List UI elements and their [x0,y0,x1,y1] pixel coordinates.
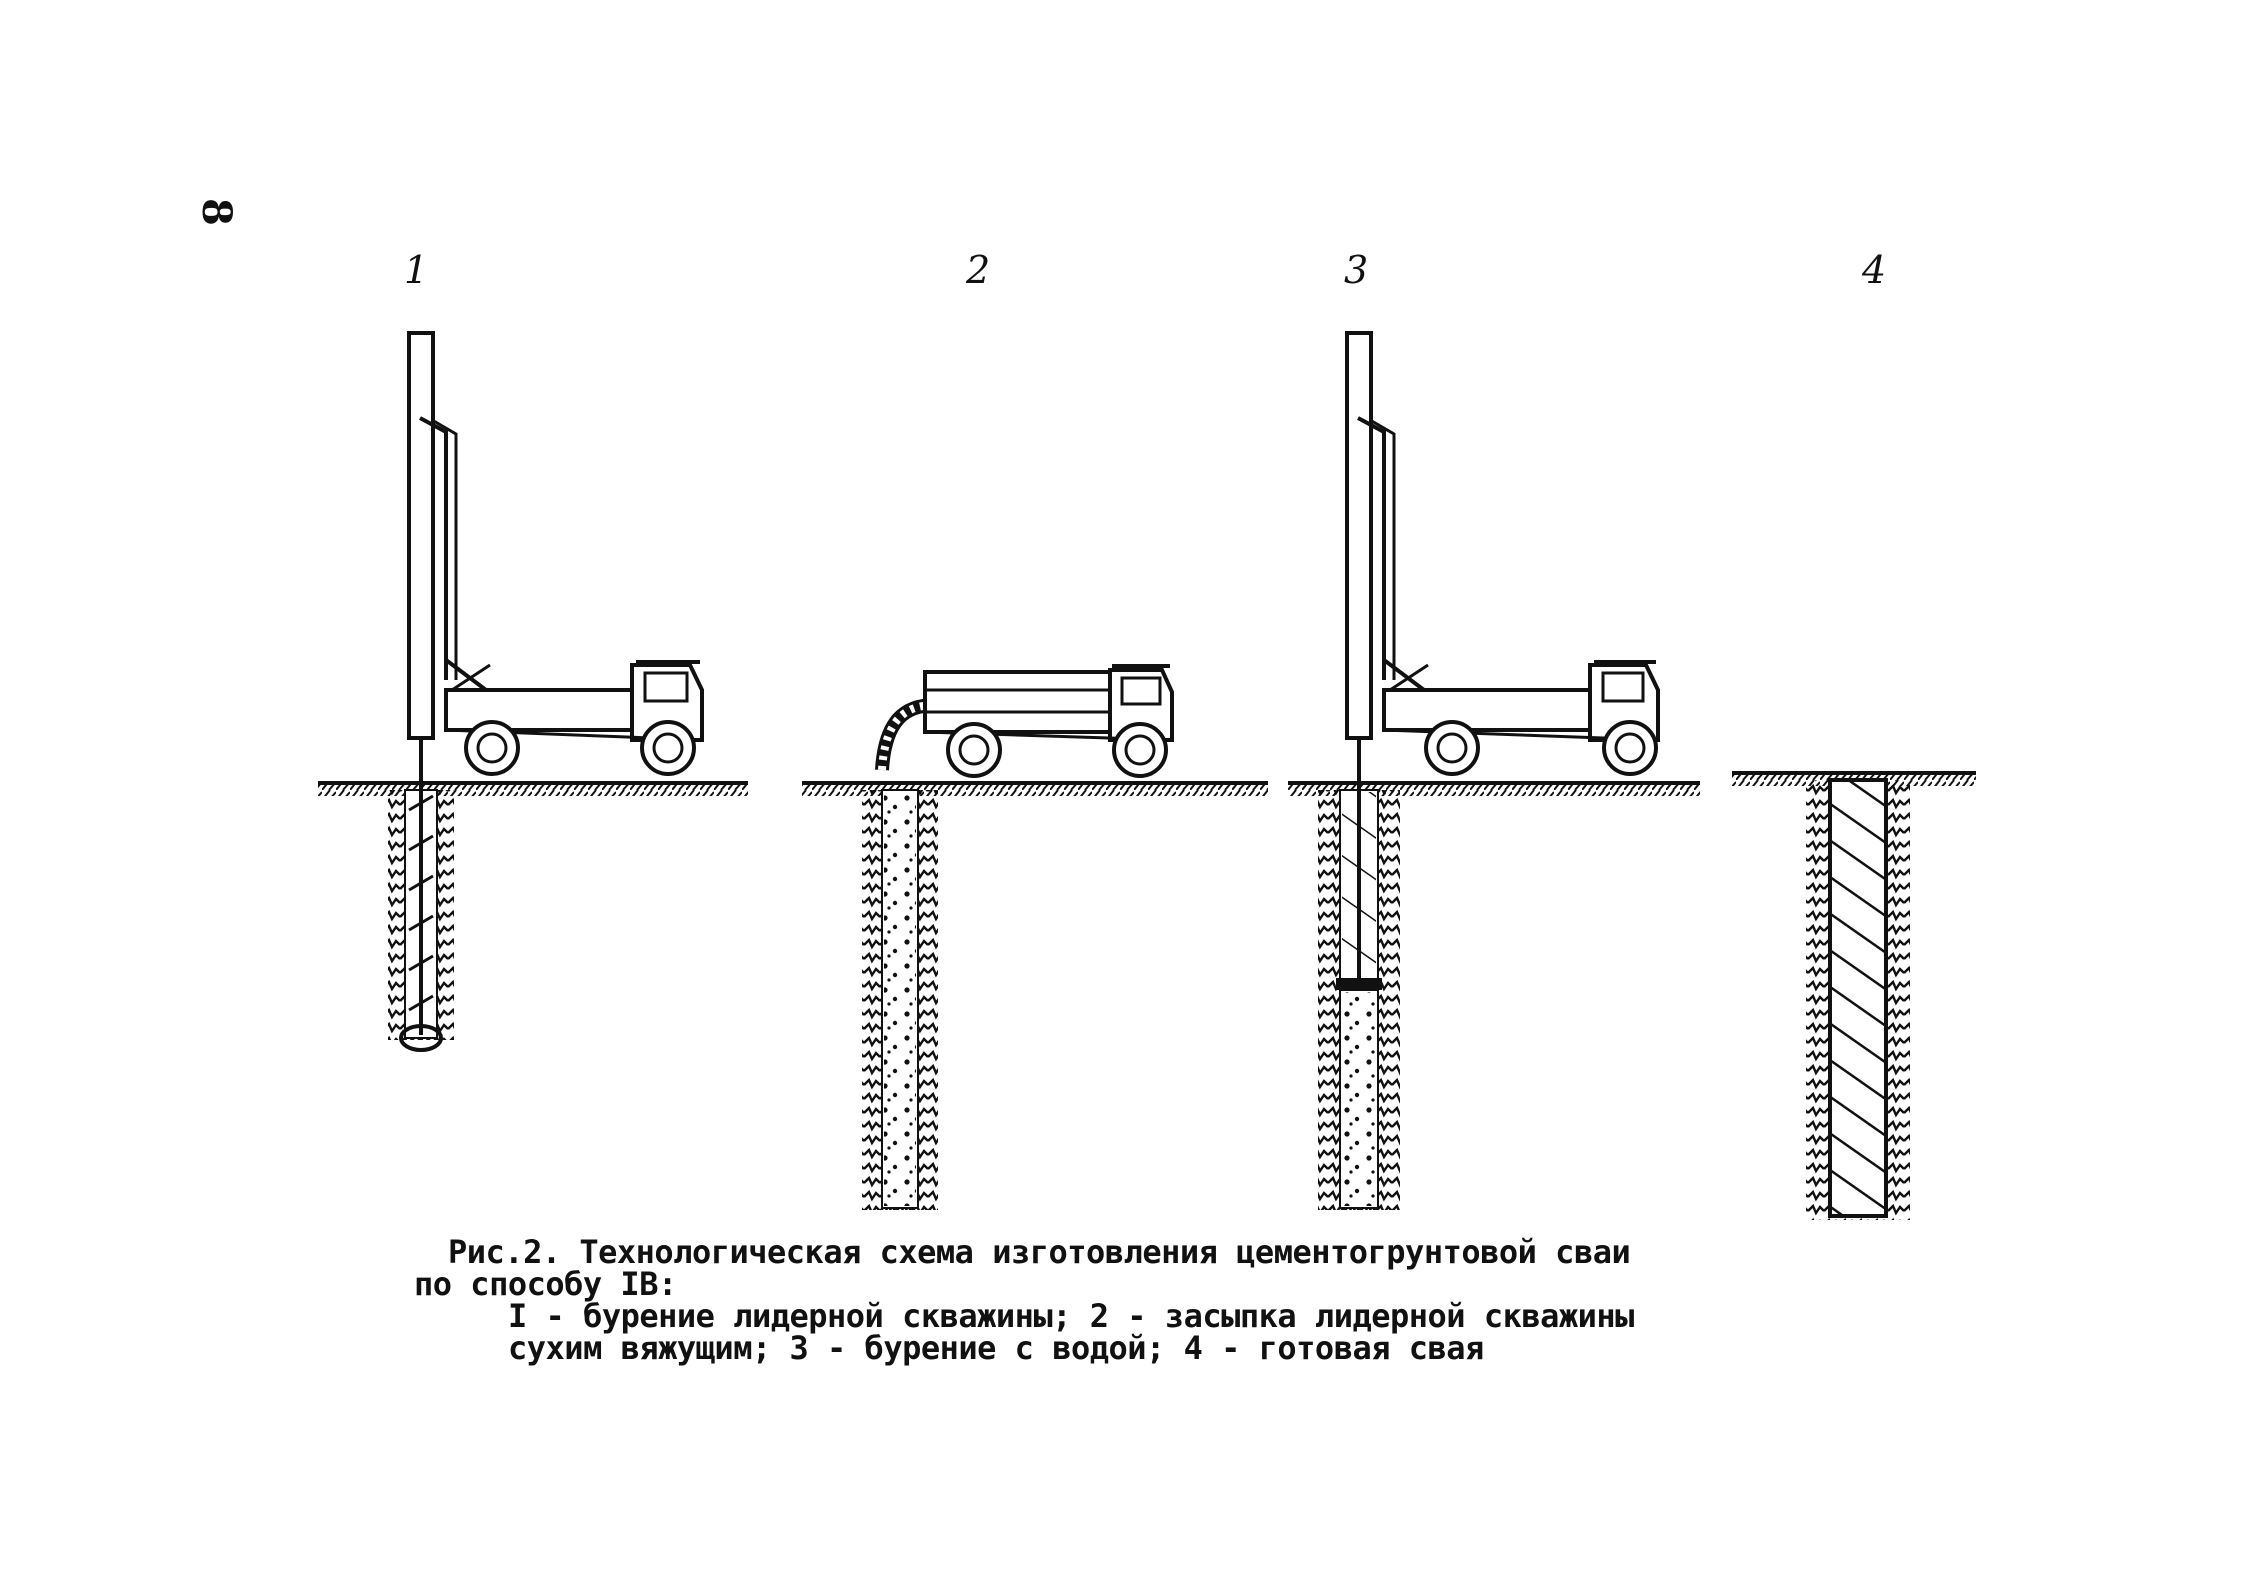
step-number-2: 2 [966,248,991,292]
dump-truck-2 [923,664,1174,778]
caption-line-1: Рис.2. Технологическая схема изготовлени… [448,1233,1631,1271]
page-number: 8 [193,198,240,226]
step-number-1: 1 [404,248,429,292]
caption-line-2: по способу IB: [414,1265,677,1303]
step-number-4: 4 [1862,248,1887,292]
step-number-3: 3 [1344,248,1369,292]
scene-4-finished-pile [1732,771,1976,1220]
scene-2-filling-leader-hole [802,664,1268,1210]
caption-line-3: I - бурение лидерной скважины; 2 - засып… [508,1297,1634,1335]
scene-1-drilling-leader-hole [318,331,748,1052]
caption-line-4: сухим вяжущим; 3 - бурение с водой; 4 - … [508,1329,1484,1367]
scene-3-drilling-with-water [1288,331,1700,1210]
drilling-rig-truck-3 [1382,658,1660,776]
drilling-rig-truck-1 [444,658,704,776]
